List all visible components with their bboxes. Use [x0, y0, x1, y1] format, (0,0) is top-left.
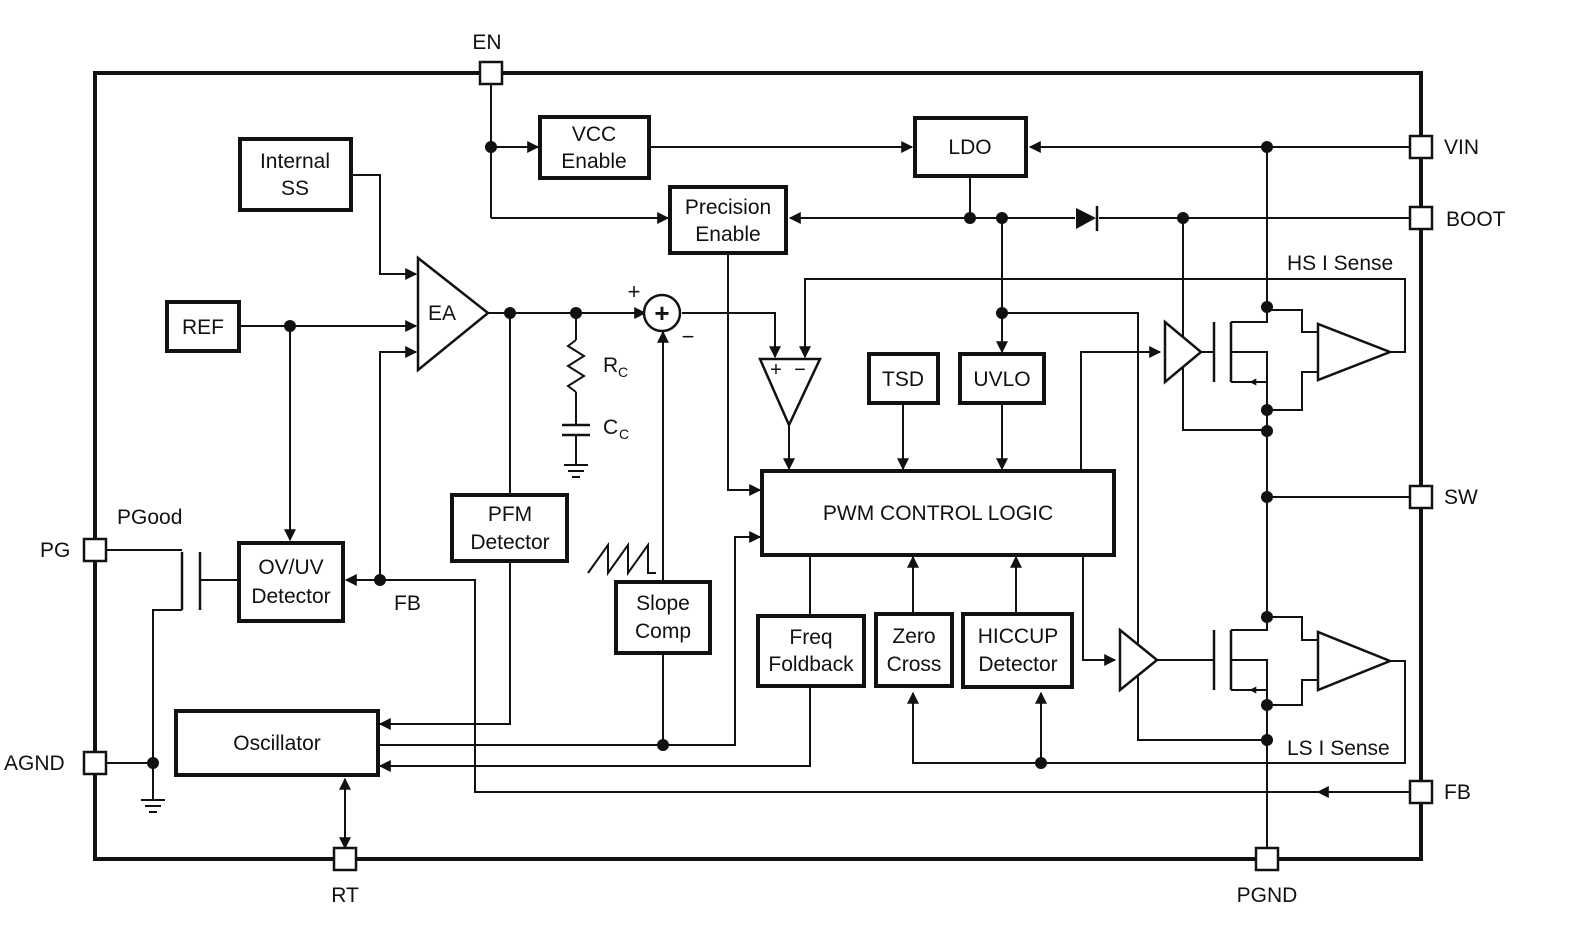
- pfm-detector-block: PFM Detector: [450, 493, 569, 563]
- svg-text:LDO: LDO: [948, 136, 991, 159]
- svg-text:Detector: Detector: [470, 531, 549, 554]
- svg-text:C: C: [618, 364, 628, 380]
- ls-sense-amp: [1316, 630, 1394, 692]
- svg-text:PWM CONTROL LOGIC: PWM CONTROL LOGIC: [823, 502, 1053, 525]
- svg-text:C: C: [619, 426, 629, 442]
- svg-text:SS: SS: [281, 177, 309, 200]
- svg-text:SW: SW: [1444, 486, 1478, 509]
- svg-text:OV/UV: OV/UV: [258, 556, 323, 579]
- freq-foldback-block: Freq Foldback: [756, 614, 866, 688]
- ls-i-sense-label: LS I Sense: [1287, 737, 1390, 760]
- svg-text:Enable: Enable: [561, 150, 626, 173]
- ls-gate-driver: [1118, 627, 1159, 693]
- svg-text:Slope: Slope: [636, 592, 690, 615]
- svg-text:+: +: [628, 279, 641, 304]
- slope-comp-block: Slope Comp: [614, 580, 712, 655]
- hs-sense-amp: [1316, 322, 1394, 382]
- svg-text:PGND: PGND: [1237, 884, 1298, 907]
- cc-label: C C: [603, 416, 629, 442]
- svg-text:EN: EN: [472, 31, 501, 54]
- oscillator-block: Oscillator: [174, 709, 380, 777]
- svg-text:PG: PG: [40, 539, 70, 562]
- pin-sw: SW: [1408, 484, 1478, 510]
- svg-text:Foldback: Foldback: [768, 653, 854, 676]
- pin-agnd: AGND: [4, 750, 108, 776]
- svg-text:Detector: Detector: [978, 653, 1057, 676]
- svg-text:Cross: Cross: [887, 653, 942, 676]
- pgood-label: PGood: [117, 506, 182, 529]
- wires: [107, 84, 1409, 850]
- error-amplifier: EA: [416, 255, 491, 373]
- svg-text:+: +: [654, 298, 669, 328]
- pin-en: EN: [472, 31, 504, 86]
- internal-ss-block: Internal SS: [238, 137, 353, 212]
- precision-enable-block: Precision Enable: [668, 185, 788, 255]
- svg-text:PFM: PFM: [488, 503, 532, 526]
- ref-block: REF: [165, 300, 241, 353]
- low-side-switch: [1118, 616, 1394, 706]
- ldo-block: LDO: [913, 116, 1028, 178]
- svg-text:VIN: VIN: [1444, 136, 1479, 159]
- svg-text:RT: RT: [331, 884, 359, 907]
- svg-text:+: +: [770, 359, 782, 381]
- svg-text:Detector: Detector: [251, 585, 330, 608]
- tsd-block: TSD: [867, 352, 940, 405]
- svg-text:Oscillator: Oscillator: [233, 732, 321, 755]
- svg-text:Internal: Internal: [260, 150, 330, 173]
- svg-text:Zero: Zero: [892, 625, 935, 648]
- svg-text:EA: EA: [428, 302, 456, 325]
- svg-text:AGND: AGND: [4, 752, 65, 775]
- svg-text:HICCUP: HICCUP: [978, 625, 1059, 648]
- uvlo-block: UVLO: [958, 352, 1046, 405]
- svg-text:TSD: TSD: [882, 368, 924, 391]
- ov-uv-detector-block: OV/UV Detector: [237, 541, 345, 623]
- svg-text:Comp: Comp: [635, 620, 691, 643]
- vcc-enable-block: VCC Enable: [538, 115, 651, 180]
- rc-label: R C: [603, 354, 628, 380]
- chip-boundary: [93, 71, 1423, 861]
- boot-diode: [1076, 206, 1099, 231]
- pwm-control-logic-block: PWM CONTROL LOGIC: [760, 469, 1116, 557]
- svg-text:−: −: [682, 324, 695, 349]
- svg-text:Freq: Freq: [789, 626, 832, 649]
- svg-text:FB: FB: [1444, 781, 1471, 804]
- pin-vin: VIN: [1408, 134, 1479, 160]
- pin-pg: PG: [40, 537, 108, 563]
- hs-gate-driver: [1163, 319, 1203, 385]
- pin-boot: BOOT: [1408, 205, 1506, 231]
- svg-text:Enable: Enable: [695, 223, 760, 246]
- hs-i-sense-label: HS I Sense: [1287, 252, 1393, 275]
- svg-text:R: R: [603, 354, 618, 377]
- svg-text:−: −: [794, 359, 806, 381]
- svg-text:C: C: [603, 416, 618, 439]
- sawtooth-waveform: [587, 541, 656, 577]
- pwm-comparator: + −: [758, 357, 822, 429]
- junctions: [147, 141, 1273, 769]
- svg-text:UVLO: UVLO: [973, 368, 1030, 391]
- hiccup-detector-block: HICCUP Detector: [961, 612, 1074, 689]
- svg-text:Precision: Precision: [685, 196, 771, 219]
- pin-fb: FB: [1408, 779, 1471, 805]
- svg-text:VCC: VCC: [572, 123, 616, 146]
- fb-internal-label: FB: [394, 592, 421, 615]
- zero-cross-block: Zero Cross: [874, 612, 954, 688]
- svg-text:REF: REF: [182, 316, 224, 339]
- svg-text:BOOT: BOOT: [1446, 208, 1506, 231]
- pin-rt: RT: [331, 846, 359, 907]
- pin-pgnd: PGND: [1237, 846, 1298, 907]
- high-side-switch: [1163, 309, 1394, 430]
- summing-junction: + + −: [628, 279, 695, 349]
